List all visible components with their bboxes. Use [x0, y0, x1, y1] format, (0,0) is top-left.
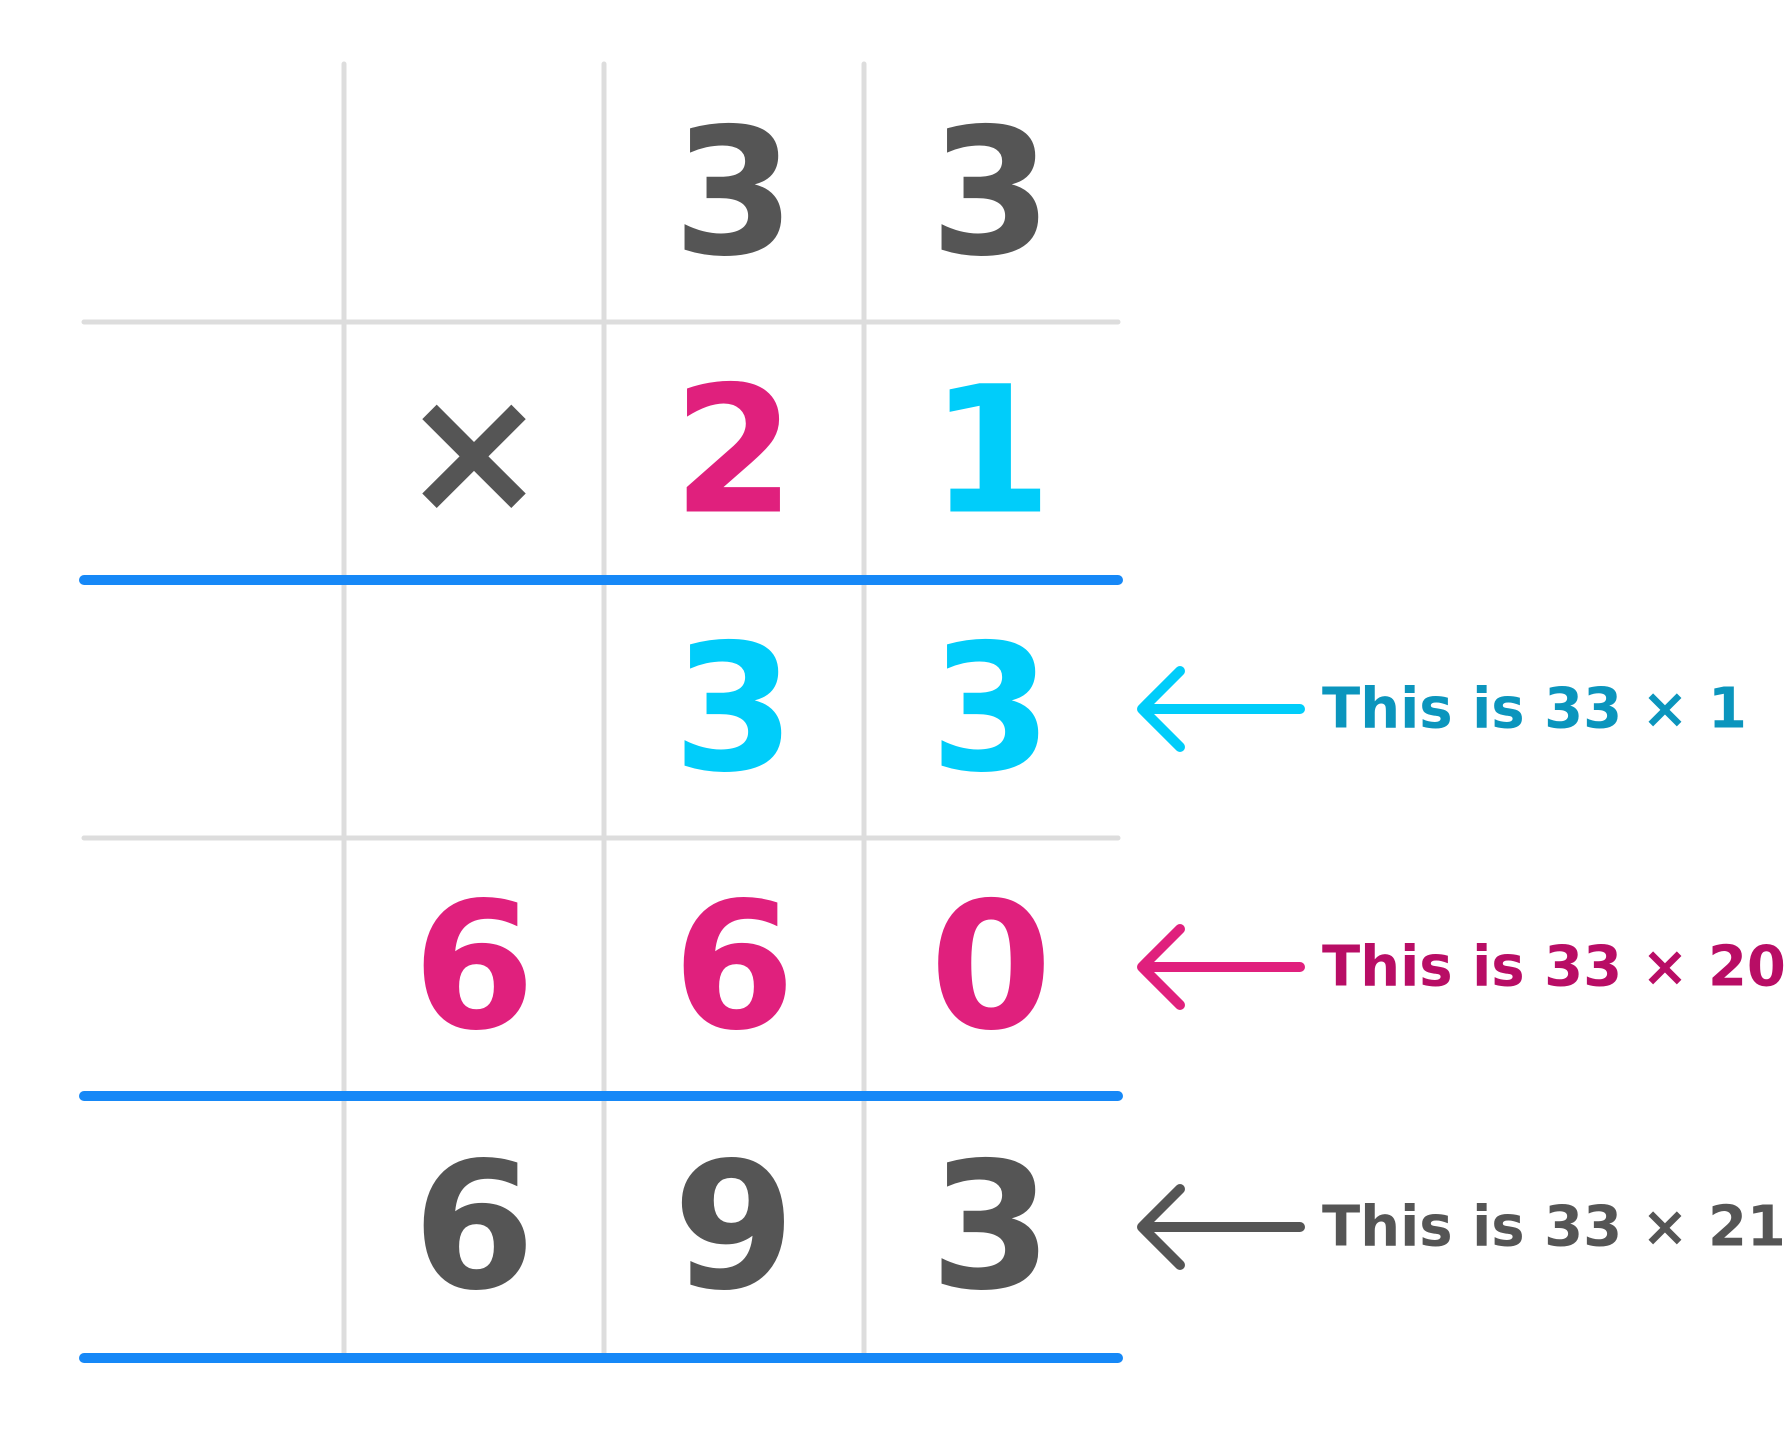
annotations: This is 33 × 1 This is 33 × 20 This is 33 …: [1137, 666, 1786, 1270]
annotation-row-3: This is 33 × 1: [1137, 666, 1747, 752]
digit-r1-c3: 3: [673, 91, 795, 296]
left-arrow-icon: [1137, 666, 1305, 752]
sum-rules: [79, 575, 1123, 1363]
digit-r4-c3: 6: [673, 865, 795, 1070]
annotation-row-4: This is 33 × 20: [1137, 924, 1786, 1010]
digit-r5-c4: 3: [930, 1125, 1052, 1330]
digit-r4-c4: 0: [930, 865, 1052, 1070]
digit-r2-c3: 2: [673, 349, 795, 554]
digit-r1-c4: 3: [930, 91, 1052, 296]
digit-r3-c3: 3: [673, 607, 795, 812]
digit-r4-c2: 6: [413, 865, 535, 1070]
annotation-text-row-5: This is 33 × 21: [1322, 1195, 1786, 1260]
left-arrow-icon: [1137, 1184, 1305, 1270]
annotation-row-5: This is 33 × 21: [1137, 1184, 1786, 1270]
digit-r5-c3: 9: [673, 1125, 795, 1330]
digit-r5-c2: 6: [413, 1125, 535, 1330]
annotation-text-row-4: This is 33 × 20: [1322, 935, 1786, 1000]
digit-r3-c4: 3: [930, 607, 1052, 812]
left-arrow-icon: [1137, 924, 1305, 1010]
digit-r2-c4: 1: [930, 349, 1052, 554]
annotation-text-row-3: This is 33 × 1: [1322, 677, 1747, 742]
grid-lines: [81, 61, 1121, 1357]
times-sign: ×: [400, 349, 547, 554]
